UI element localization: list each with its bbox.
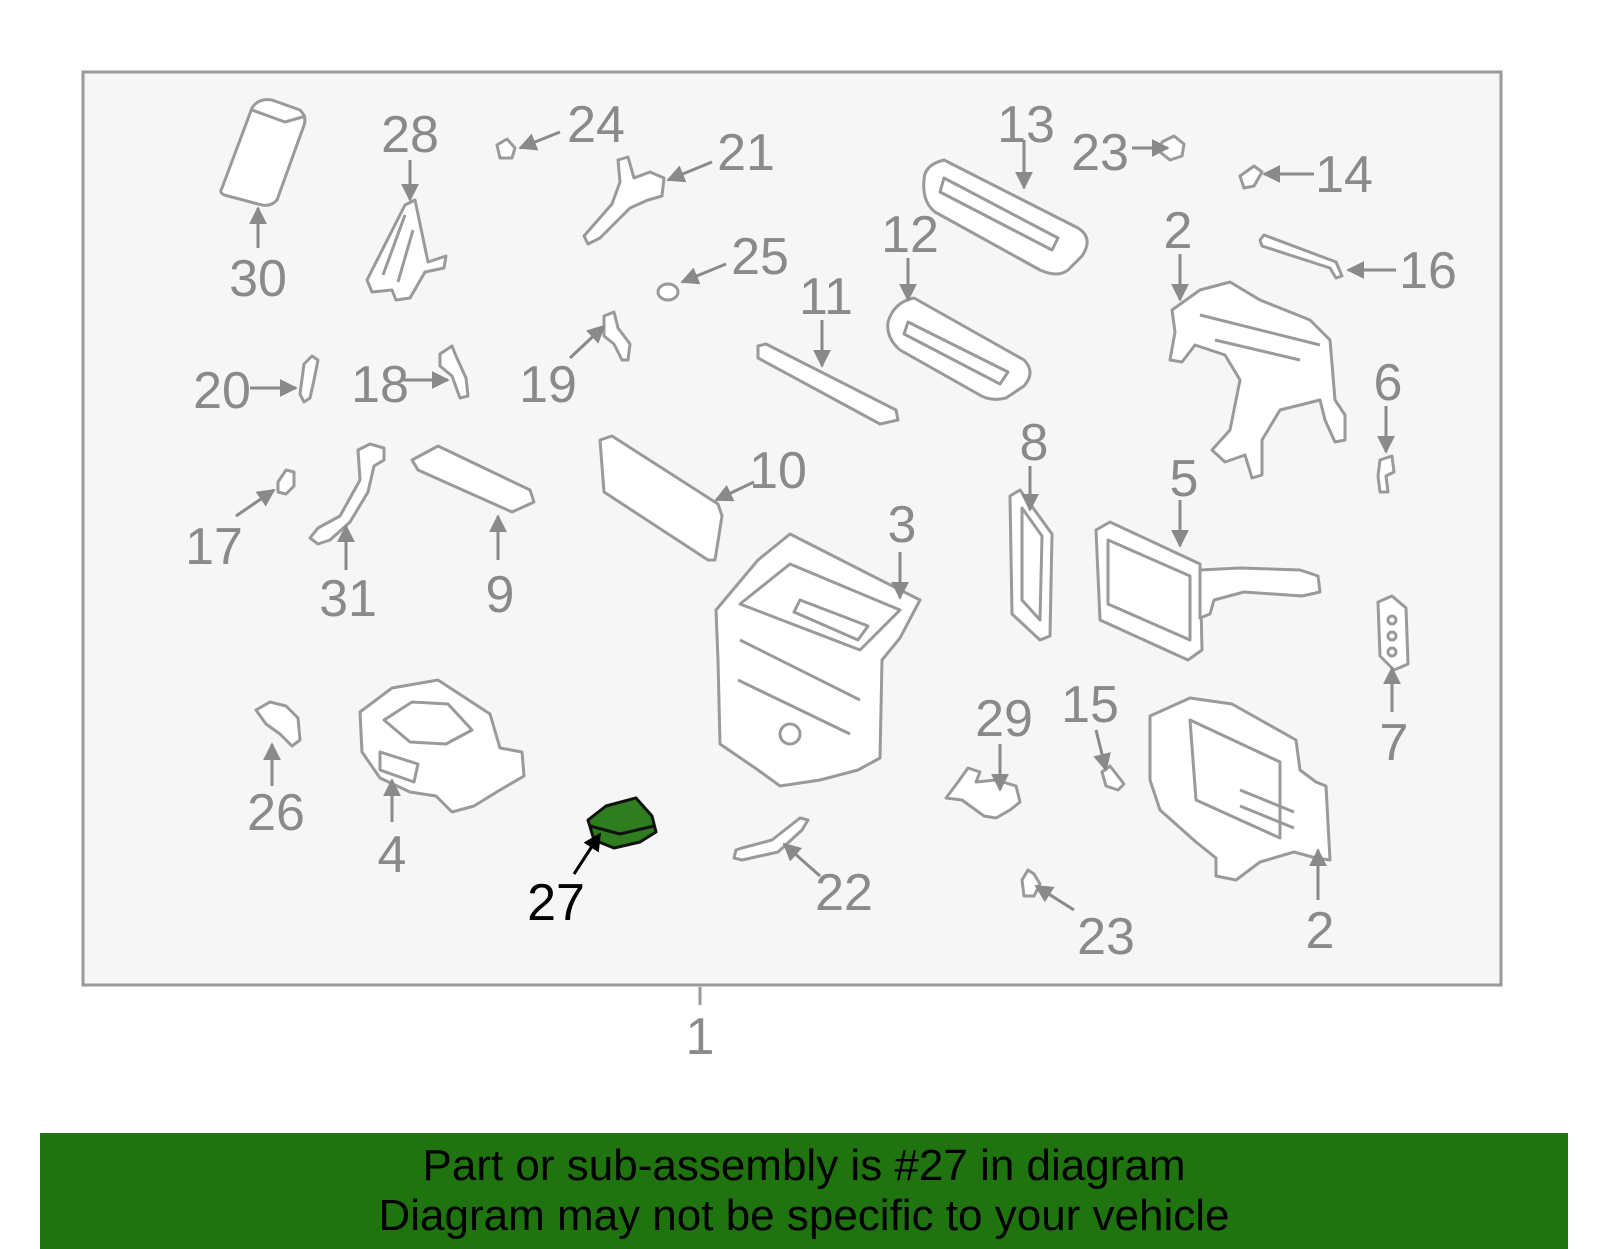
callout-5[interactable]: 5 xyxy=(1170,450,1199,508)
callout-24[interactable]: 24 xyxy=(567,96,625,154)
callout-22[interactable]: 22 xyxy=(815,864,873,922)
callout-27[interactable]: 27 xyxy=(527,874,585,932)
callout-2-top[interactable]: 2 xyxy=(1164,202,1193,260)
callout-23-top[interactable]: 23 xyxy=(1071,124,1129,182)
callout-19[interactable]: 19 xyxy=(519,356,577,414)
part-20-clip[interactable] xyxy=(298,354,320,404)
part-5-heater-core[interactable] xyxy=(1094,520,1322,662)
callout-16[interactable]: 16 xyxy=(1399,242,1457,300)
part-3-housing[interactable] xyxy=(714,532,922,788)
callout-29[interactable]: 29 xyxy=(975,690,1033,748)
part-2-upper-case[interactable] xyxy=(1168,280,1347,480)
callout-17[interactable]: 17 xyxy=(185,518,243,576)
part-18-clip[interactable] xyxy=(438,344,470,400)
banner-disclaimer-line: Diagram may not be specific to your vehi… xyxy=(378,1191,1230,1240)
part-6-clip[interactable] xyxy=(1376,454,1396,494)
callout-21[interactable]: 21 xyxy=(717,124,775,182)
part-27-actuator[interactable] xyxy=(586,796,658,850)
callout-11[interactable]: 11 xyxy=(799,268,853,326)
callout-30[interactable]: 30 xyxy=(229,250,287,308)
callout-6[interactable]: 6 xyxy=(1374,354,1403,412)
callout-3[interactable]: 3 xyxy=(888,496,917,554)
callout-23-bottom[interactable]: 23 xyxy=(1077,908,1135,966)
part-29-bracket[interactable] xyxy=(944,766,1022,820)
part-8-seal[interactable] xyxy=(1008,488,1054,642)
callout-18[interactable]: 18 xyxy=(351,356,409,414)
callout-25[interactable]: 25 xyxy=(731,228,789,286)
part-10-door[interactable] xyxy=(598,434,724,562)
part-7-connector[interactable] xyxy=(1376,594,1410,672)
part-info-banner: Part or sub-assembly is #27 in diagram D… xyxy=(40,1133,1568,1249)
callout-13[interactable]: 13 xyxy=(997,96,1055,154)
callout-28[interactable]: 28 xyxy=(381,106,439,164)
banner-part-line: Part or sub-assembly is #27 in diagram xyxy=(422,1141,1186,1190)
part-24-clip[interactable] xyxy=(495,137,517,160)
part-13-frame[interactable] xyxy=(922,158,1089,276)
leader-arrows xyxy=(235,130,1401,912)
part-9-door[interactable] xyxy=(410,444,536,514)
part-11-seal[interactable] xyxy=(756,342,900,426)
callout-31[interactable]: 31 xyxy=(319,570,377,628)
callout-labels: 30 28 24 21 13 23 14 2 16 25 12 11 20 18… xyxy=(185,96,1457,1066)
part-14-clip[interactable] xyxy=(1238,164,1264,190)
part-16-rod[interactable] xyxy=(1258,233,1344,280)
part-26-sensor[interactable] xyxy=(254,700,302,748)
callout-1[interactable]: 1 xyxy=(686,1008,715,1066)
callout-12[interactable]: 12 xyxy=(881,206,939,264)
callout-20[interactable]: 20 xyxy=(193,362,251,420)
part-21-lever[interactable] xyxy=(582,155,666,246)
part-25-grommet[interactable] xyxy=(656,282,680,302)
callout-4[interactable]: 4 xyxy=(378,826,407,884)
part-2-lower-case[interactable] xyxy=(1148,696,1332,882)
part-19-clip[interactable] xyxy=(602,310,632,362)
part-4-duct[interactable] xyxy=(358,678,526,814)
callout-7[interactable]: 7 xyxy=(1380,714,1409,772)
callout-14[interactable]: 14 xyxy=(1315,146,1373,204)
callout-10[interactable]: 10 xyxy=(749,442,807,500)
part-22-rod[interactable] xyxy=(732,816,810,862)
part-28-bracket[interactable] xyxy=(365,198,448,302)
callout-2-bottom[interactable]: 2 xyxy=(1306,902,1335,960)
part-17-clip[interactable] xyxy=(276,468,296,496)
callout-15[interactable]: 15 xyxy=(1061,676,1119,734)
part-30-panel[interactable] xyxy=(219,98,307,207)
callout-26[interactable]: 26 xyxy=(247,784,305,842)
callout-9[interactable]: 9 xyxy=(486,566,515,624)
callout-8[interactable]: 8 xyxy=(1020,414,1049,472)
